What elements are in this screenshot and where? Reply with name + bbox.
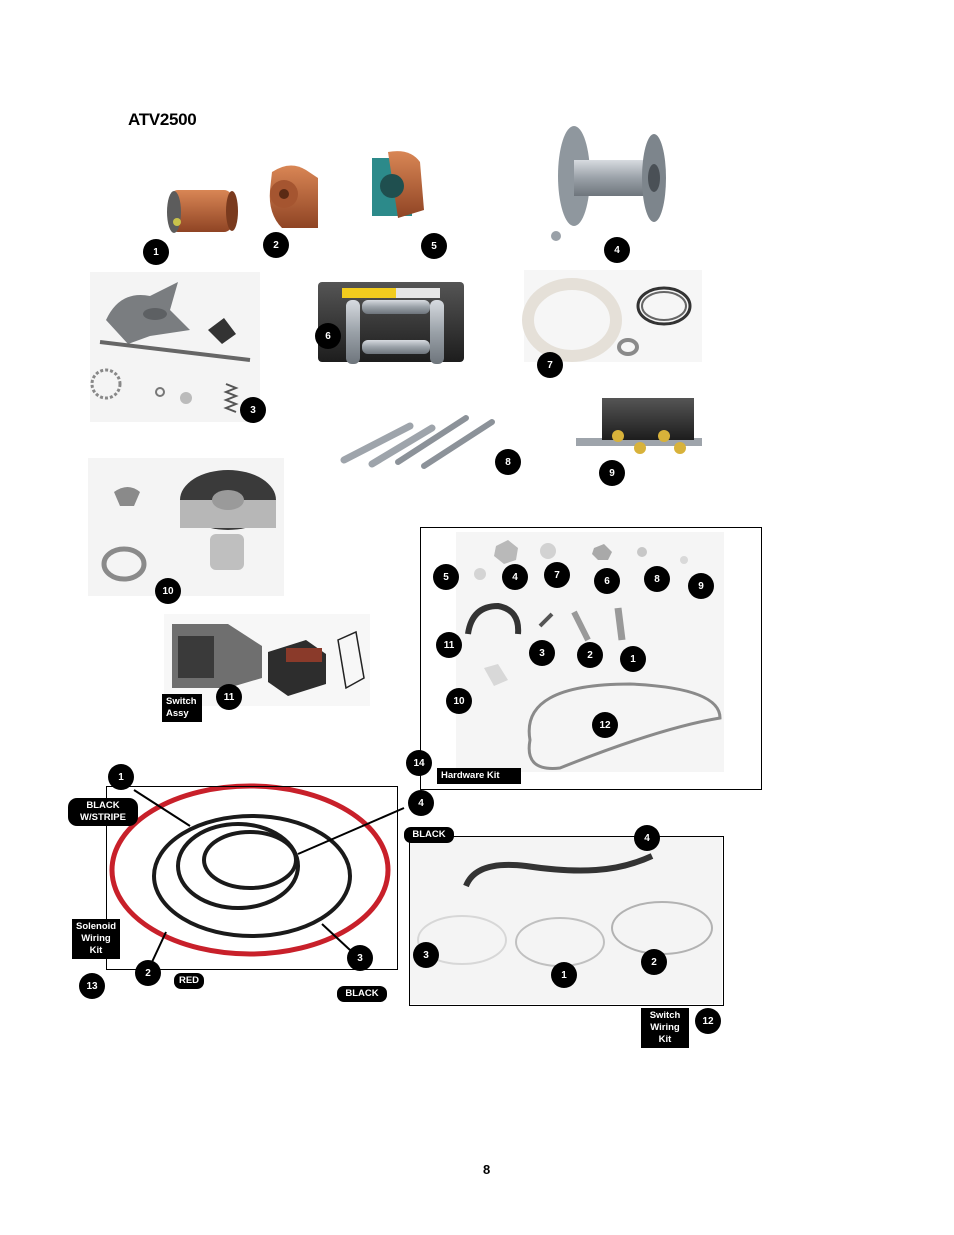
badge-hw-8: 8 bbox=[644, 566, 670, 592]
washers-photo bbox=[522, 270, 702, 362]
badge-hw-11: 11 bbox=[436, 632, 462, 658]
black-label-wk: BLACK bbox=[404, 827, 454, 843]
black-label-lower: BLACK bbox=[337, 986, 387, 1002]
hardware-kit-label: Hardware Kit bbox=[437, 768, 521, 784]
badge-wk-4b: 4 bbox=[634, 825, 660, 851]
badge-gear-housing: 2 bbox=[263, 232, 289, 258]
badge-sw-3: 3 bbox=[347, 945, 373, 971]
badge-gear-set: 10 bbox=[155, 578, 181, 604]
switch-assy-label: Switch Assy bbox=[162, 694, 202, 722]
solenoid-kit-label: Solenoid Wiring Kit bbox=[72, 919, 120, 959]
badge-hw-5: 5 bbox=[433, 564, 459, 590]
solenoid-kit-frame bbox=[106, 786, 398, 970]
badge-hw-6: 6 bbox=[594, 568, 620, 594]
switch-wiring-frame bbox=[409, 836, 724, 1006]
badge-sw-1: 1 bbox=[108, 764, 134, 790]
gear-housing-part bbox=[269, 165, 318, 228]
badge-hw-7: 7 bbox=[544, 562, 570, 588]
clutch-parts-photo bbox=[90, 272, 260, 422]
badge-sw-13: 13 bbox=[79, 973, 105, 999]
red-label: RED bbox=[174, 973, 204, 989]
cable-drum-part bbox=[551, 126, 666, 241]
badge-end-housing: 5 bbox=[421, 233, 447, 259]
badge-hw-2: 2 bbox=[577, 642, 603, 668]
badge-wk-2: 2 bbox=[641, 949, 667, 975]
page-title: ATV2500 bbox=[128, 110, 197, 129]
badge-hw-10: 10 bbox=[446, 688, 472, 714]
badge-hw-12: 12 bbox=[592, 712, 618, 738]
badge-switch-assy: 11 bbox=[216, 684, 242, 710]
end-housing-part bbox=[372, 151, 424, 218]
badge-drum: 4 bbox=[604, 237, 630, 263]
badge-motor: 1 bbox=[143, 239, 169, 265]
badge-solenoid: 9 bbox=[599, 460, 625, 486]
badge-hw-3: 3 bbox=[529, 640, 555, 666]
badge-hw-1: 1 bbox=[620, 646, 646, 672]
badge-tie-bars: 8 bbox=[495, 449, 521, 475]
badge-hw-14: 14 bbox=[406, 750, 432, 776]
tie-bars-part bbox=[340, 415, 495, 469]
badge-clutch: 3 bbox=[240, 397, 266, 423]
badge-wk-3: 3 bbox=[413, 942, 439, 968]
badge-hw-9: 9 bbox=[688, 573, 714, 599]
badge-fairlead: 6 bbox=[315, 323, 341, 349]
badge-sw-2: 2 bbox=[135, 960, 161, 986]
badge-wk-4a: 4 bbox=[408, 790, 434, 816]
black-stripe-label: BLACK W/STRIPE bbox=[68, 798, 138, 826]
badge-wk-12: 12 bbox=[695, 1008, 721, 1034]
switch-assy-photo bbox=[164, 614, 370, 706]
solenoid-part bbox=[576, 398, 702, 454]
page-number: 8 bbox=[483, 1162, 491, 1177]
roller-fairlead-part bbox=[318, 282, 464, 364]
badge-wk-1: 1 bbox=[551, 962, 577, 988]
motor-part bbox=[167, 190, 238, 233]
gear-set-photo bbox=[88, 458, 284, 596]
badge-hw-4: 4 bbox=[502, 564, 528, 590]
hardware-kit-frame bbox=[420, 527, 762, 790]
switch-wiring-kit-label: Switch Wiring Kit bbox=[641, 1008, 689, 1048]
badge-washers: 7 bbox=[537, 352, 563, 378]
